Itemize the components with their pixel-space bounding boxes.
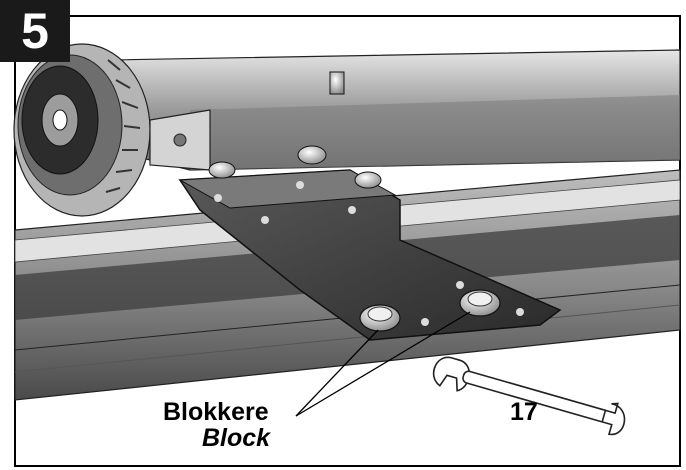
pulley — [13, 43, 151, 217]
lower-nut-right — [459, 289, 501, 317]
lower-nut-left — [359, 304, 401, 332]
top-bolt-left — [208, 161, 236, 179]
top-stud — [329, 71, 345, 95]
wrench-size-label: 17 — [510, 398, 538, 426]
callout-leaders — [295, 311, 471, 417]
step-number-badge: 5 — [0, 0, 70, 62]
wrench-icon — [433, 356, 626, 436]
top-bolt-middle — [297, 145, 327, 165]
callout-label-secondary: Block — [202, 424, 271, 452]
callout-label-primary: Blokkere — [163, 398, 269, 426]
top-bolt-right — [354, 171, 382, 189]
